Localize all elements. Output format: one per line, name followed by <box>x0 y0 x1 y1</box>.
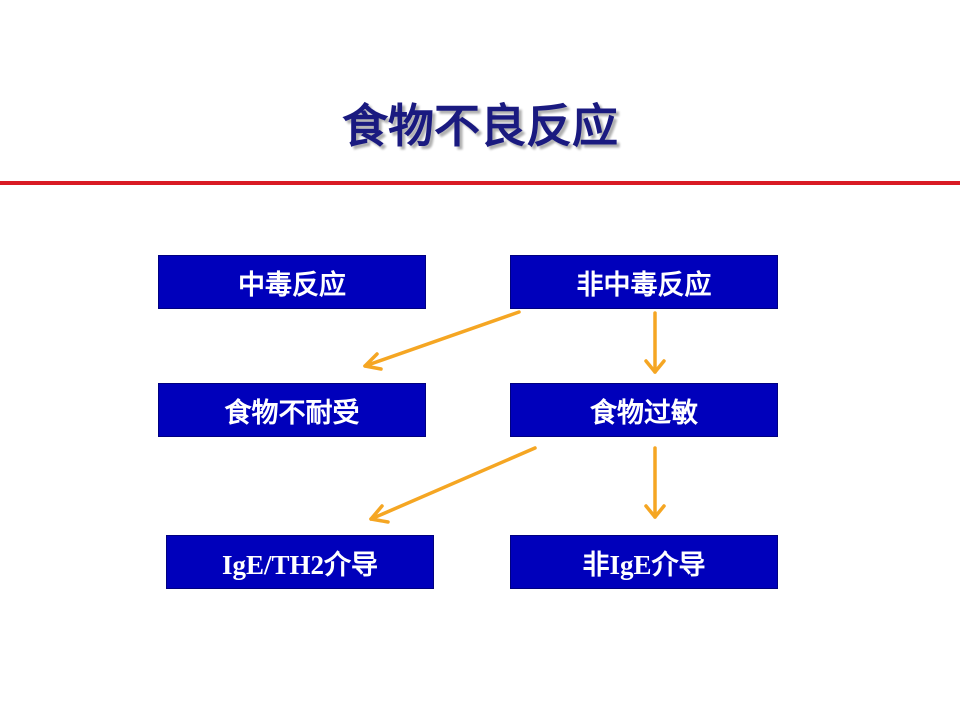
slide-title: 食物不良反应 <box>342 99 618 153</box>
box-toxic-reaction: 中毒反应 <box>158 255 426 309</box>
box-non-ige-mediated: 非IgE介导 <box>510 535 778 589</box>
box-food-allergy: 食物过敏 <box>510 383 778 437</box>
box-food-intolerance: 食物不耐受 <box>158 383 426 437</box>
title-divider <box>0 181 960 185</box>
arrow-nontoxic-to-intolerance <box>363 310 521 371</box>
box-ige-th2-mediated: IgE/TH2介导 <box>166 535 434 589</box>
box-non-toxic-reaction: 非中毒反应 <box>510 255 778 309</box>
arrow-nontoxic-to-allergy <box>644 311 666 374</box>
arrow-allergy-to-ige <box>369 446 537 524</box>
arrow-allergy-to-non-ige <box>644 446 666 519</box>
